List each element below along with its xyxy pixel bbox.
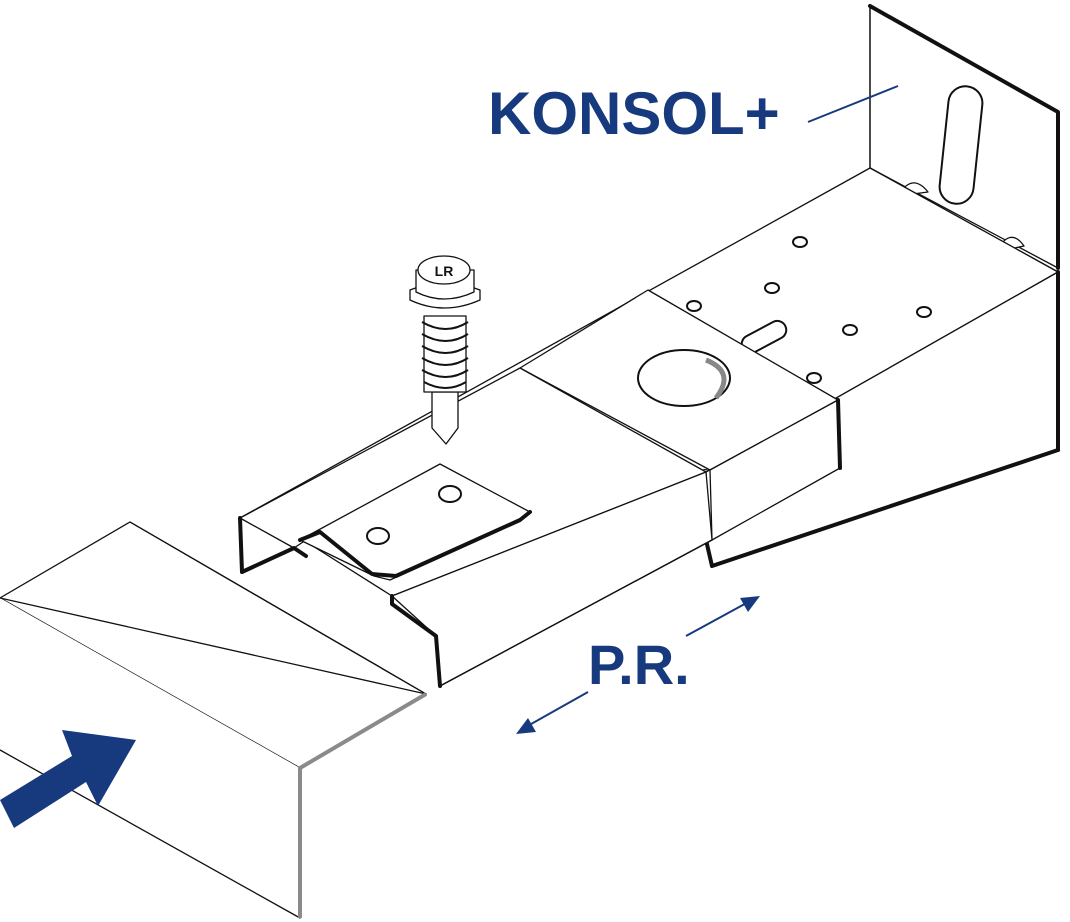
screw-head-mark: LR	[435, 263, 454, 279]
pr-arrows	[516, 596, 760, 734]
insert-hole	[637, 349, 731, 407]
clip-hole-1	[438, 485, 462, 503]
wall-plate-slot	[938, 85, 984, 205]
sliding-insert	[519, 289, 842, 541]
bracket-wall-plate	[868, 4, 1060, 273]
rail-profile	[0, 521, 428, 919]
konsol-label: KONSOL+	[488, 80, 780, 147]
insertion-arrow-icon	[0, 730, 136, 828]
pr-arrow-down-icon	[523, 691, 589, 729]
pr-label: P.R.	[588, 633, 690, 696]
self-drilling-screw: LR	[409, 255, 481, 445]
konsol-leader-line	[807, 85, 899, 123]
base-holes	[686, 236, 932, 384]
clip-hole-2	[366, 527, 390, 545]
rail-channel	[238, 367, 713, 688]
pr-arrow-up-icon	[685, 599, 753, 637]
